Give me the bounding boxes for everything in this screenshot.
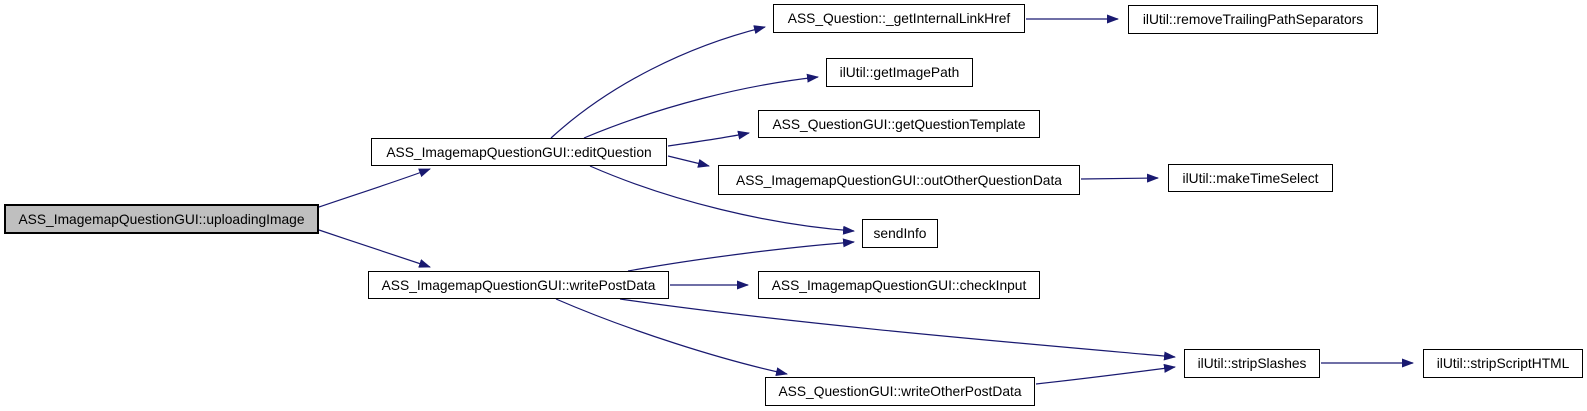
node-checkInput[interactable]: ASS_ImagemapQuestionGUI::checkInput [758, 271, 1040, 299]
edge-outOtherQuestionData-to-makeTimeSelect [1080, 173, 1159, 183]
edge-uploadingImage-to-writePostData [318, 229, 431, 268]
edge-writeOtherPostData-to-stripSlashes [1035, 363, 1176, 385]
node-getQuestionTemplate[interactable]: ASS_QuestionGUI::getQuestionTemplate [758, 110, 1040, 138]
node-sendInfo[interactable]: sendInfo [862, 219, 938, 248]
edge-uploadingImage-to-editQuestion [318, 168, 431, 208]
node-editQuestion[interactable]: ASS_ImagemapQuestionGUI::editQuestion [371, 138, 667, 166]
node-getImagePath[interactable]: ilUtil::getImagePath [826, 58, 973, 87]
node-writePostData[interactable]: ASS_ImagemapQuestionGUI::writePostData [368, 271, 669, 299]
edge-writePostData-to-sendInfo [627, 238, 855, 272]
edge-writePostData-to-writeOtherPostData [555, 298, 788, 377]
edge-writePostData-to-stripSlashes [619, 298, 1176, 361]
node-outOtherQuestionData[interactable]: ASS_ImagemapQuestionGUI::outOtherQuestio… [718, 165, 1080, 195]
node-stripScriptHTML[interactable]: ilUtil::stripScriptHTML [1423, 349, 1583, 378]
edge-editQuestion-to-getImagePath [583, 73, 819, 139]
node-stripSlashes[interactable]: ilUtil::stripSlashes [1184, 349, 1320, 378]
node-removeTrailingPathSeparators[interactable]: ilUtil::removeTrailingPathSeparators [1128, 5, 1378, 34]
edge-editQuestion-to-getInternalLinkHref [550, 25, 766, 139]
node-writeOtherPostData[interactable]: ASS_QuestionGUI::writeOtherPostData [765, 377, 1035, 406]
edge-editQuestion-to-getQuestionTemplate [667, 130, 750, 147]
node-getInternalLinkHref[interactable]: ASS_Question::_getInternalLinkHref [773, 4, 1025, 33]
node-makeTimeSelect[interactable]: ilUtil::makeTimeSelect [1168, 164, 1333, 192]
edge-editQuestion-to-outOtherQuestionData [667, 155, 710, 168]
edge-editQuestion-to-sendInfo [589, 165, 855, 235]
node-uploadingImage: ASS_ImagemapQuestionGUI::uploadingImage [4, 204, 319, 234]
